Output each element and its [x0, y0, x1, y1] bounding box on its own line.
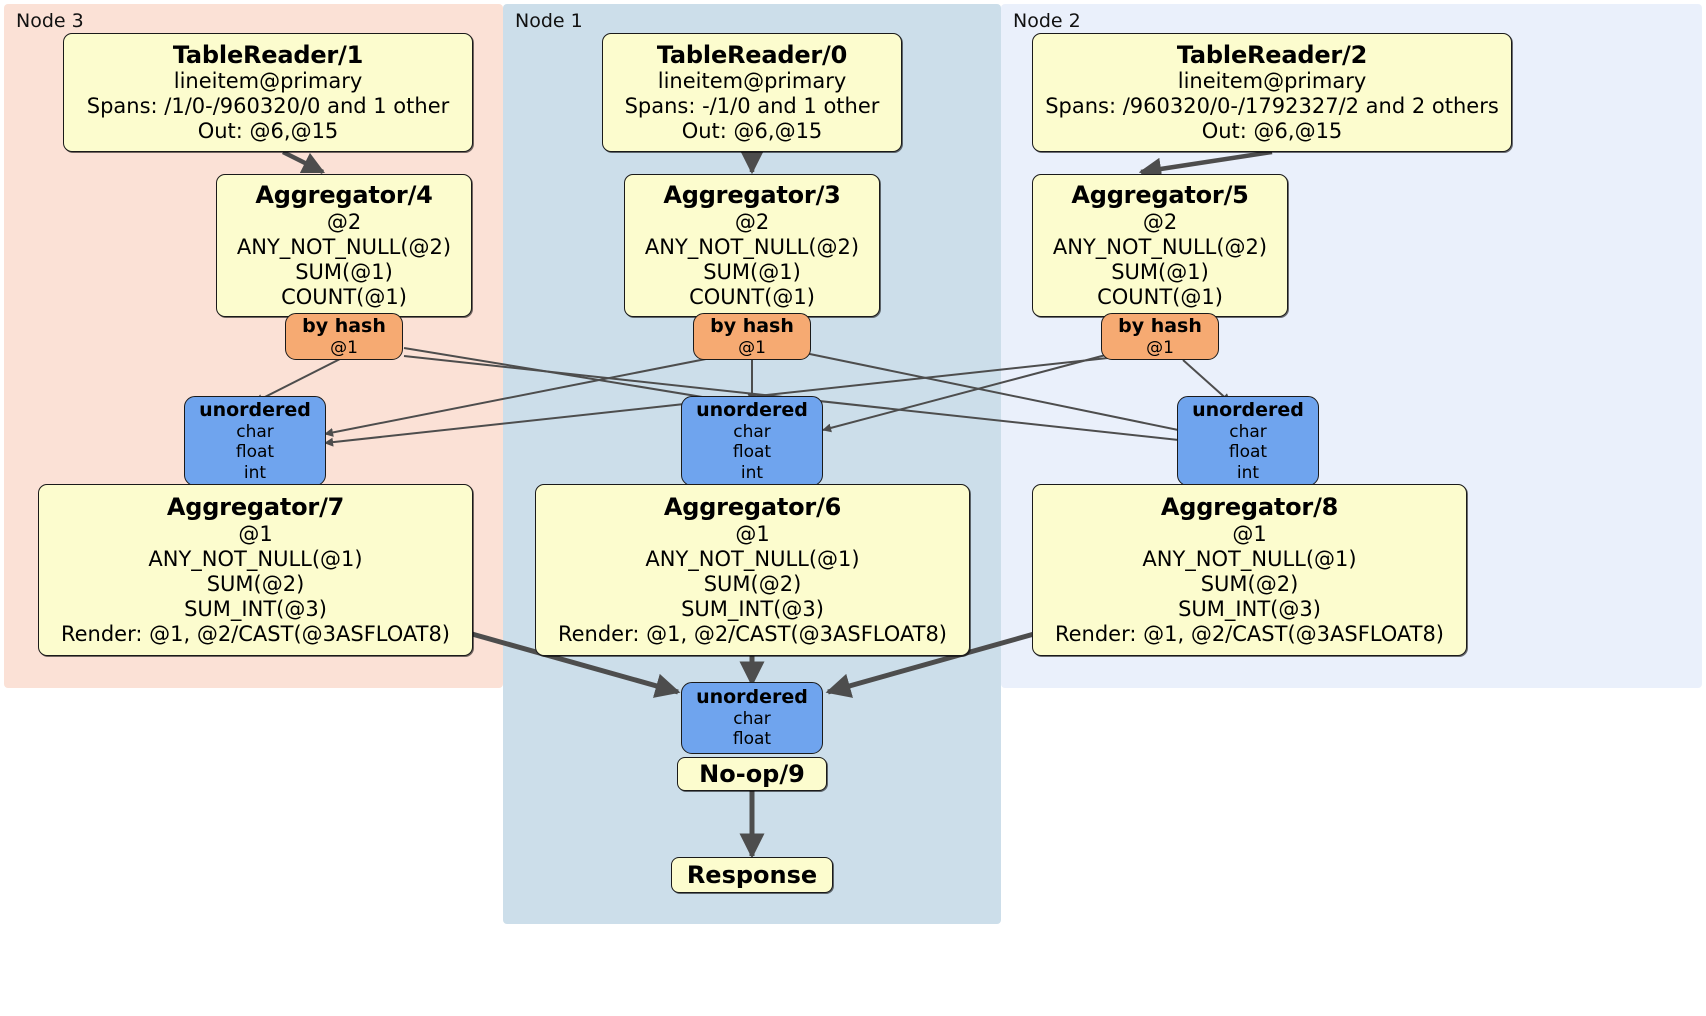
- router-type: float: [732, 729, 772, 750]
- processor-out: Out: @6,@15: [1201, 119, 1343, 144]
- router-title: by hash: [302, 314, 386, 337]
- router-type: int: [243, 462, 267, 483]
- router-title: unordered: [696, 399, 808, 422]
- processor-out: Out: @6,@15: [681, 119, 823, 144]
- router-unordered-7[interactable]: unordered char float int: [184, 396, 326, 486]
- processor-box-aggregator-5[interactable]: Aggregator/5 @2 ANY_NOT_NULL(@2) SUM(@1)…: [1032, 174, 1288, 317]
- processor-box-tablereader-0[interactable]: TableReader/0 lineitem@primary Spans: -/…: [602, 33, 902, 152]
- node-panel-label-node2: Node 2: [1013, 10, 1081, 32]
- processor-render: Render: @1, @2/CAST(@3ASFLOAT8): [1054, 621, 1445, 646]
- processor-title: Aggregator/6: [663, 493, 842, 522]
- processor-group-col: @2: [1142, 209, 1178, 234]
- router-title: unordered: [1192, 399, 1304, 422]
- router-type: float: [235, 442, 275, 463]
- processor-group-col: @1: [735, 521, 770, 546]
- processor-agg-fn: SUM(@2): [703, 571, 802, 596]
- node-panel-label-node1: Node 1: [515, 10, 583, 32]
- processor-table: lineitem@primary: [173, 69, 363, 94]
- processor-spans: Spans: /960320/0-/1792327/2 and 2 others: [1045, 94, 1499, 119]
- router-title: unordered: [199, 399, 311, 422]
- processor-box-noop-9[interactable]: No-op/9: [677, 757, 827, 791]
- router-key: @1: [330, 337, 358, 358]
- processor-group-col: @1: [238, 521, 273, 546]
- processor-title: TableReader/1: [172, 40, 364, 69]
- processor-out: Out: @6,@15: [197, 119, 339, 144]
- processor-box-response[interactable]: Response: [671, 857, 833, 893]
- processor-agg-fn: COUNT(@1): [281, 284, 407, 309]
- processor-group-col: @2: [326, 209, 362, 234]
- processor-agg-fn: COUNT(@1): [689, 284, 815, 309]
- processor-title: Response: [686, 861, 818, 889]
- processor-box-aggregator-6[interactable]: Aggregator/6 @1 ANY_NOT_NULL(@1) SUM(@2)…: [535, 484, 970, 656]
- router-key: @1: [1146, 337, 1174, 358]
- processor-title: Aggregator/7: [166, 493, 345, 522]
- processor-title: TableReader/0: [656, 40, 848, 69]
- processor-title: TableReader/2: [1176, 40, 1368, 69]
- router-type: float: [732, 442, 772, 463]
- router-type: int: [1236, 462, 1260, 483]
- processor-box-aggregator-8[interactable]: Aggregator/8 @1 ANY_NOT_NULL(@1) SUM(@2)…: [1032, 484, 1467, 656]
- processor-agg-fn: ANY_NOT_NULL(@2): [1052, 234, 1268, 259]
- processor-render: Render: @1, @2/CAST(@3ASFLOAT8): [557, 621, 948, 646]
- router-unordered-8[interactable]: unordered char float int: [1177, 396, 1319, 486]
- router-type: char: [236, 421, 274, 442]
- processor-agg-fn: ANY_NOT_NULL(@2): [236, 234, 452, 259]
- processor-agg-fn: SUM(@1): [1111, 259, 1209, 284]
- processor-box-aggregator-7[interactable]: Aggregator/7 @1 ANY_NOT_NULL(@1) SUM(@2)…: [38, 484, 473, 656]
- router-title: by hash: [1118, 314, 1202, 337]
- processor-box-aggregator-4[interactable]: Aggregator/4 @2 ANY_NOT_NULL(@2) SUM(@1)…: [216, 174, 472, 317]
- router-by-hash-4[interactable]: by hash @1: [285, 313, 403, 360]
- processor-agg-fn: SUM(@2): [1200, 571, 1299, 596]
- processor-title: Aggregator/5: [1071, 181, 1249, 210]
- processor-agg-fn: SUM(@1): [295, 259, 393, 284]
- processor-spans: Spans: -/1/0 and 1 other: [624, 94, 880, 119]
- processor-render: Render: @1, @2/CAST(@3ASFLOAT8): [60, 621, 451, 646]
- processor-title: Aggregator/4: [255, 181, 433, 210]
- router-unordered-final[interactable]: unordered char float: [681, 682, 823, 754]
- processor-agg-fn: ANY_NOT_NULL(@1): [148, 546, 363, 571]
- edge-tablereader-to-aggregator: [281, 149, 1273, 181]
- router-by-hash-5[interactable]: by hash @1: [1101, 313, 1219, 360]
- processor-agg-fn: SUM_INT(@3): [681, 596, 824, 621]
- processor-agg-fn: SUM(@2): [206, 571, 305, 596]
- processor-agg-fn: COUNT(@1): [1097, 284, 1223, 309]
- router-by-hash-3[interactable]: by hash @1: [693, 313, 811, 360]
- processor-agg-fn: SUM_INT(@3): [184, 596, 327, 621]
- node-panel-label-node3: Node 3: [16, 10, 84, 32]
- processor-agg-fn: ANY_NOT_NULL(@1): [1142, 546, 1357, 571]
- processor-group-col: @2: [734, 209, 770, 234]
- processor-box-tablereader-2[interactable]: TableReader/2 lineitem@primary Spans: /9…: [1032, 33, 1512, 152]
- processor-table: lineitem@primary: [657, 69, 847, 94]
- processor-agg-fn: ANY_NOT_NULL(@2): [644, 234, 860, 259]
- router-type: char: [733, 709, 771, 729]
- processor-title: Aggregator/3: [663, 181, 841, 210]
- processor-table: lineitem@primary: [1177, 69, 1367, 94]
- processor-box-aggregator-3[interactable]: Aggregator/3 @2 ANY_NOT_NULL(@2) SUM(@1)…: [624, 174, 880, 317]
- router-type: float: [1228, 442, 1268, 463]
- router-type: char: [1229, 421, 1267, 442]
- router-title: unordered: [696, 686, 808, 709]
- processor-title: Aggregator/8: [1160, 493, 1339, 522]
- router-title: by hash: [710, 314, 794, 337]
- router-unordered-6[interactable]: unordered char float int: [681, 396, 823, 486]
- router-key: @1: [738, 337, 766, 358]
- processor-agg-fn: ANY_NOT_NULL(@1): [645, 546, 860, 571]
- router-type: int: [740, 462, 764, 483]
- processor-agg-fn: SUM(@1): [703, 259, 801, 284]
- processor-box-tablereader-1[interactable]: TableReader/1 lineitem@primary Spans: /1…: [63, 33, 473, 152]
- processor-spans: Spans: /1/0-/960320/0 and 1 other: [86, 94, 450, 119]
- processor-group-col: @1: [1232, 521, 1267, 546]
- router-type: char: [733, 421, 771, 442]
- processor-agg-fn: SUM_INT(@3): [1178, 596, 1321, 621]
- edge-aggregator-to-final-sync: [471, 631, 1035, 698]
- processor-title: No-op/9: [699, 760, 805, 788]
